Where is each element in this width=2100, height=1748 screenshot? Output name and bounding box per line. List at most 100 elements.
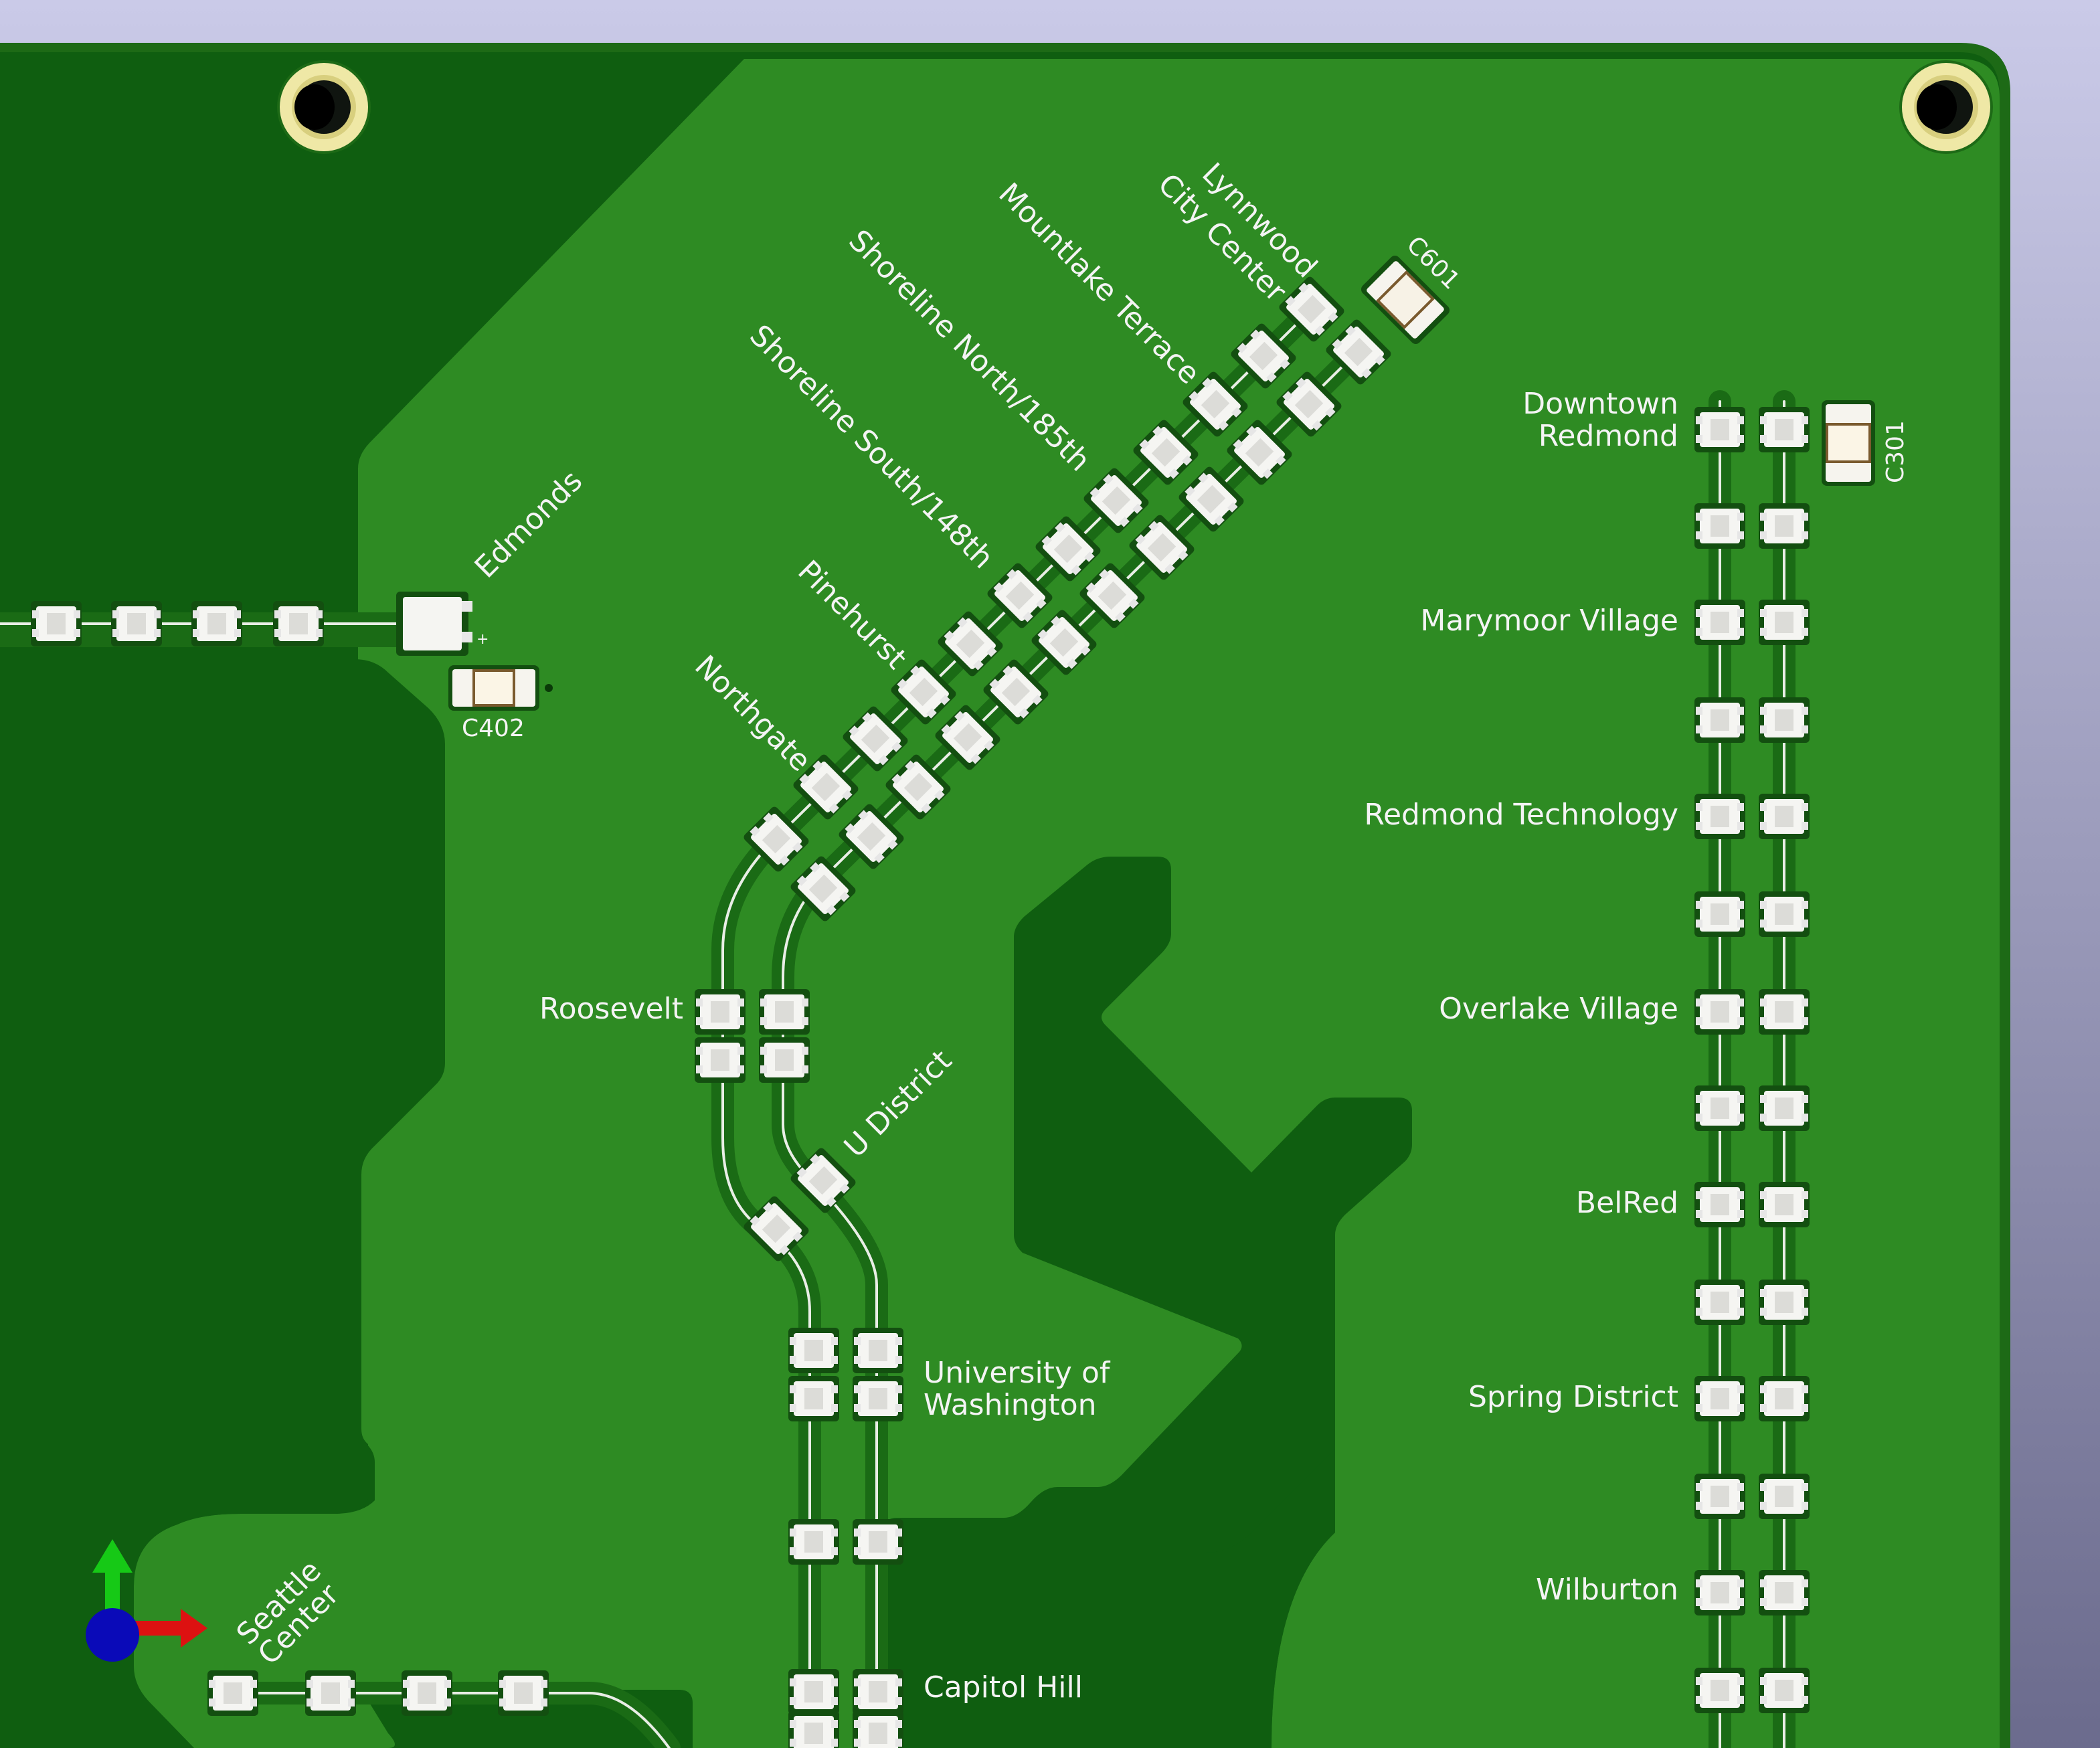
smd-led-icon[interactable]	[853, 1669, 903, 1715]
smd-led-icon[interactable]	[1324, 318, 1393, 386]
station-label-capitol-hill: Capitol Hill	[924, 1670, 1083, 1705]
smd-led-icon[interactable]	[1759, 1474, 1810, 1519]
smd-led-icon[interactable]	[1082, 466, 1150, 535]
smd-led-icon[interactable]	[742, 1195, 810, 1263]
smd-led-icon[interactable]	[1694, 891, 1745, 937]
smd-led-icon[interactable]	[1759, 600, 1810, 645]
smd-led-icon[interactable]	[788, 1519, 839, 1565]
smd-led-icon[interactable]	[789, 855, 857, 923]
smd-led-icon[interactable]	[1694, 1668, 1745, 1713]
smd-led-icon[interactable]	[1034, 515, 1102, 583]
station-label-downtown-redmond-2: Redmond	[1539, 419, 1678, 453]
smd-led-icon[interactable]	[1694, 697, 1745, 743]
smd-led-icon[interactable]	[1694, 1182, 1745, 1227]
smd-led-icon[interactable]	[1694, 794, 1745, 839]
smd-led-icon[interactable]	[31, 601, 82, 646]
smd-led-icon[interactable]	[788, 1376, 839, 1421]
led-group	[31, 275, 1810, 1748]
station-label-downtown-redmond-1: Downtown	[1522, 387, 1678, 421]
smd-led-icon[interactable]	[695, 1037, 746, 1083]
smd-led-icon[interactable]	[1225, 418, 1294, 487]
smd-led-icon[interactable]	[1181, 370, 1249, 438]
smd-led-icon[interactable]	[1694, 503, 1745, 549]
smd-led-icon[interactable]	[1132, 418, 1200, 487]
smd-led-icon[interactable]	[1275, 370, 1343, 438]
station-label-uw-2: Washington	[924, 1388, 1097, 1422]
svg-text:+: +	[476, 631, 489, 648]
smd-led-icon[interactable]	[759, 989, 810, 1035]
smd-led-icon[interactable]	[1759, 1570, 1810, 1615]
smd-led-icon[interactable]	[191, 601, 242, 646]
smd-led-icon[interactable]	[1229, 322, 1298, 390]
smd-led-icon[interactable]	[1694, 1085, 1745, 1131]
smd-led-icon[interactable]	[1759, 1280, 1810, 1325]
smd-led-icon[interactable]	[853, 1519, 903, 1565]
smd-led-icon[interactable]	[402, 1670, 452, 1716]
smd-led-icon[interactable]	[986, 561, 1054, 630]
station-label-wilburton: Wilburton	[1536, 1573, 1678, 1607]
xyz-axis-icon[interactable]	[86, 1539, 207, 1662]
edmonds-driver-ic[interactable]: +	[396, 592, 489, 656]
smd-led-icon[interactable]	[853, 1711, 903, 1748]
smd-led-icon[interactable]	[207, 1670, 258, 1716]
mounting-hole-icon	[1899, 60, 1993, 154]
smd-led-icon[interactable]	[1759, 407, 1810, 452]
smd-capacitor-icon[interactable]	[1359, 254, 1452, 347]
smd-led-icon[interactable]	[1128, 513, 1196, 582]
smd-led-icon[interactable]	[1694, 407, 1745, 452]
smd-led-icon[interactable]	[1759, 989, 1810, 1035]
smd-led-icon[interactable]	[742, 805, 810, 873]
station-labels-horizontal: Roosevelt University of Washington Capit…	[539, 387, 1678, 1705]
smd-led-icon[interactable]	[889, 658, 958, 726]
pcb-board: + C601 C402 C301 Lynnwood C	[0, 43, 2010, 1748]
smd-led-icon[interactable]	[1759, 1668, 1810, 1713]
smd-led-icon[interactable]	[759, 1037, 810, 1083]
smd-led-icon[interactable]	[273, 601, 324, 646]
smd-led-icon[interactable]	[1694, 1570, 1745, 1615]
smd-led-icon[interactable]	[1694, 989, 1745, 1035]
smd-led-icon[interactable]	[934, 703, 1002, 772]
smd-led-icon[interactable]	[788, 1669, 839, 1715]
smd-capacitor-icon[interactable]	[448, 665, 553, 711]
smd-led-icon[interactable]	[884, 753, 952, 821]
smd-led-icon[interactable]	[853, 1376, 903, 1421]
smd-led-icon[interactable]	[1759, 1376, 1810, 1421]
smd-led-icon[interactable]	[111, 601, 162, 646]
smd-led-icon[interactable]	[788, 1328, 839, 1373]
smd-led-icon[interactable]	[1694, 600, 1745, 645]
smd-led-icon[interactable]	[1759, 1182, 1810, 1227]
smd-led-icon[interactable]	[1030, 608, 1098, 677]
smd-led-icon[interactable]	[837, 802, 905, 871]
smd-led-icon[interactable]	[1694, 1376, 1745, 1421]
smd-led-icon[interactable]	[498, 1670, 549, 1716]
smd-led-icon[interactable]	[1078, 561, 1146, 630]
copper-pour-main	[134, 59, 2000, 1748]
smd-led-icon[interactable]	[695, 989, 746, 1035]
smd-capacitor-icon[interactable]	[1822, 400, 1875, 486]
smd-led-icon[interactable]	[788, 1711, 839, 1748]
smd-led-icon[interactable]	[1759, 1085, 1810, 1131]
smd-led-icon[interactable]	[1278, 275, 1346, 343]
smd-led-icon[interactable]	[982, 658, 1050, 726]
smd-led-icon[interactable]	[841, 705, 909, 773]
smd-led-icon[interactable]	[1759, 503, 1810, 549]
copper-bay-east	[883, 1235, 1335, 1748]
smd-led-icon[interactable]	[853, 1328, 903, 1373]
station-label-belred: BelRed	[1576, 1186, 1678, 1220]
station-label-redmond-tech: Redmond Technology	[1364, 798, 1678, 832]
smd-led-icon[interactable]	[1694, 1474, 1745, 1519]
smd-led-icon[interactable]	[789, 1146, 857, 1215]
smd-led-icon[interactable]	[1694, 1280, 1745, 1325]
smd-led-icon[interactable]	[1177, 465, 1245, 533]
station-label-overlake: Overlake Village	[1439, 992, 1678, 1026]
station-label-uw-1: University of	[924, 1356, 1111, 1390]
smd-led-icon[interactable]	[936, 610, 1004, 678]
smd-led-icon[interactable]	[1759, 794, 1810, 839]
smd-led-icon[interactable]	[1759, 891, 1810, 937]
station-label-marymoor: Marymoor Village	[1420, 604, 1678, 638]
smd-led-icon[interactable]	[305, 1670, 356, 1716]
smd-led-icon[interactable]	[792, 753, 860, 821]
smd-led-icon[interactable]	[1759, 697, 1810, 743]
